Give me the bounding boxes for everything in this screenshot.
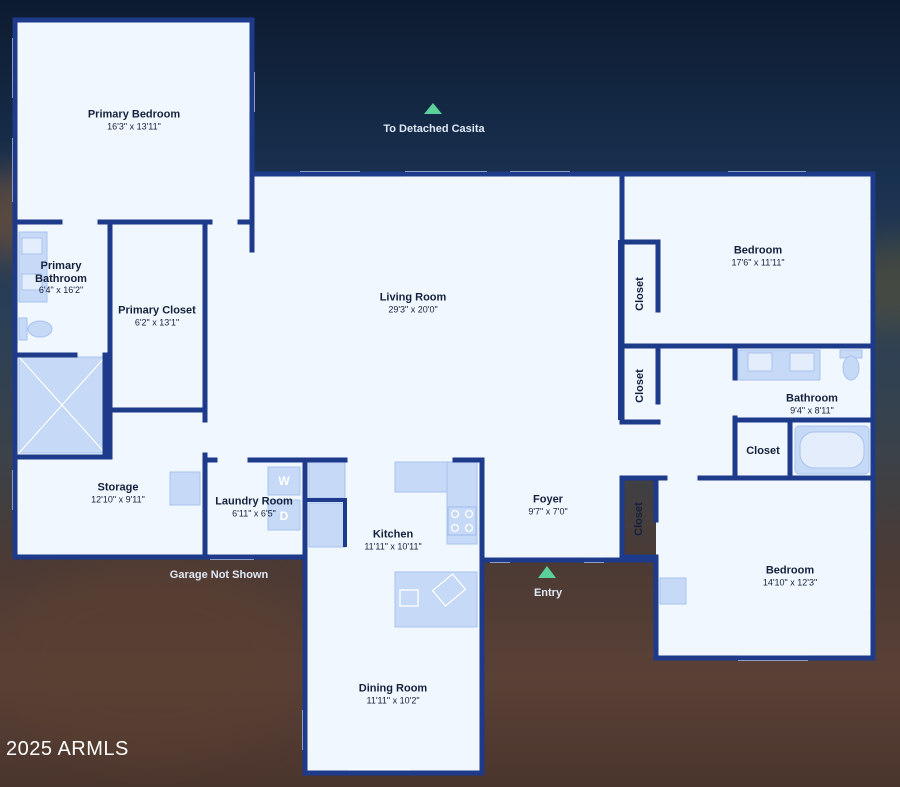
toilet-bowl: [27, 320, 53, 338]
room-name: Storage: [97, 481, 139, 494]
room-dimensions: 11'11" x 10'11": [364, 541, 422, 552]
room-name: Primary Bathroom: [35, 260, 87, 285]
room-bedroom-2: Bedroom 14'10" x 12'3": [763, 565, 817, 588]
room-name: Bathroom: [786, 392, 838, 405]
markers: [424, 103, 556, 578]
washer: [267, 466, 301, 496]
room-name: Primary Closet: [118, 304, 196, 317]
room-dimensions: 12'10" x 9'11": [91, 494, 145, 505]
closet-label: Closet: [634, 369, 646, 403]
entry-note: Entry: [533, 587, 563, 599]
sink: [21, 273, 43, 291]
floor-living: [205, 174, 620, 460]
kitchen-island: [394, 571, 478, 628]
shower-cross: [18, 356, 106, 454]
floor-bedroom-1: [620, 174, 873, 346]
room-name: Laundry Room: [215, 495, 293, 508]
room-name: Dining Room: [358, 682, 428, 695]
room-dining: Dining Room 11'11" x 10'2": [359, 683, 427, 706]
room-name: Primary Bedroom: [87, 108, 181, 121]
bathtub-basin: [799, 431, 865, 469]
cooktop: [399, 506, 477, 607]
casita-marker-icon: [424, 103, 442, 114]
room-dimensions: 6'4" x 16'2": [38, 285, 84, 296]
room-dimensions: 29'3" x 20'0": [388, 304, 438, 315]
room-dimensions: 9'4" x 8'11": [790, 405, 834, 416]
dryer-letter: D: [279, 509, 289, 523]
wall-closet-3: [619, 475, 659, 560]
room-primary-closet: Primary Closet 6'2" x 13'1": [118, 305, 196, 328]
burner: [464, 523, 474, 533]
background-glow: [0, 560, 300, 760]
sink: [21, 237, 43, 255]
walls: [12, 17, 876, 776]
dryer: [267, 499, 301, 531]
room-name: Foyer: [533, 493, 563, 506]
room-laundry: Laundry Room 6'11" x 6'5": [215, 496, 293, 519]
room-bedroom-1: Bedroom 17'6" x 11'11": [731, 245, 784, 268]
washer-letter: W: [278, 474, 290, 488]
partition: [305, 498, 347, 547]
room-name: Bedroom: [765, 564, 815, 577]
wall-kitchen: [302, 457, 485, 563]
room-living: Living Room 29'3" x 20'0": [380, 292, 447, 315]
floor-hall: [620, 340, 738, 478]
closet-label: Closet: [746, 445, 780, 457]
fixtures: [18, 231, 870, 628]
closet-label: Closet: [633, 502, 645, 536]
entry-marker-icon: [538, 566, 556, 578]
room-name: Living Room: [379, 291, 447, 304]
garage-note: Garage Not Shown: [169, 569, 269, 581]
room-name: Kitchen: [372, 528, 414, 541]
room-dimensions: 16'3" x 13'11": [107, 121, 161, 132]
burner: [450, 509, 460, 519]
room-bathroom: Bathroom 9'4" x 8'11": [786, 393, 838, 416]
desk: [659, 577, 687, 605]
wall-primary-bath: [107, 219, 208, 413]
fridge-nook: [308, 461, 346, 499]
partitions: [305, 240, 622, 547]
room-dimensions: 11'11" x 10'2": [366, 695, 420, 706]
room-name: Bedroom: [733, 244, 783, 257]
burner: [464, 509, 474, 519]
room-foyer: Foyer 9'7" x 7'0": [528, 494, 567, 517]
exterior-wall: [249, 171, 876, 776]
room-dimensions: 17'6" x 11'11": [731, 257, 785, 268]
casita-note: To Detached Casita: [383, 123, 485, 135]
room-primary-bathroom: Primary Bathroom 6'4" x 16'2": [35, 260, 87, 296]
room-kitchen: Kitchen 11'11" x 10'11": [364, 529, 421, 552]
bath-sink: [789, 352, 815, 372]
wall-storage: [12, 407, 113, 460]
range: [308, 502, 346, 548]
kitchen-sink-small: [399, 589, 419, 607]
toilet-tank: [18, 317, 28, 341]
kitchen-sink: [431, 573, 467, 607]
bath-sink: [747, 352, 773, 372]
burner: [450, 523, 460, 533]
closet-label: Closet: [634, 277, 646, 311]
room-dimensions: 9'7" x 7'0": [528, 506, 568, 517]
exterior-wall: [12, 17, 308, 560]
room-storage: Storage 12'10" x 9'11": [91, 482, 145, 505]
floor-foyer: [482, 460, 622, 560]
toilet-bowl: [842, 355, 860, 381]
shelf: [169, 471, 201, 506]
room-primary-bedroom: Primary Bedroom 16'3" x 13'11": [88, 109, 180, 132]
watermark: 2025 ARMLS: [6, 738, 129, 760]
room-dimensions: 14'10" x 12'3": [762, 577, 818, 588]
room-dimensions: 6'11" x 6'5": [232, 508, 276, 519]
room-dimensions: 6'2" x 13'1": [134, 317, 180, 328]
floor-bedroom-2: [656, 478, 873, 658]
